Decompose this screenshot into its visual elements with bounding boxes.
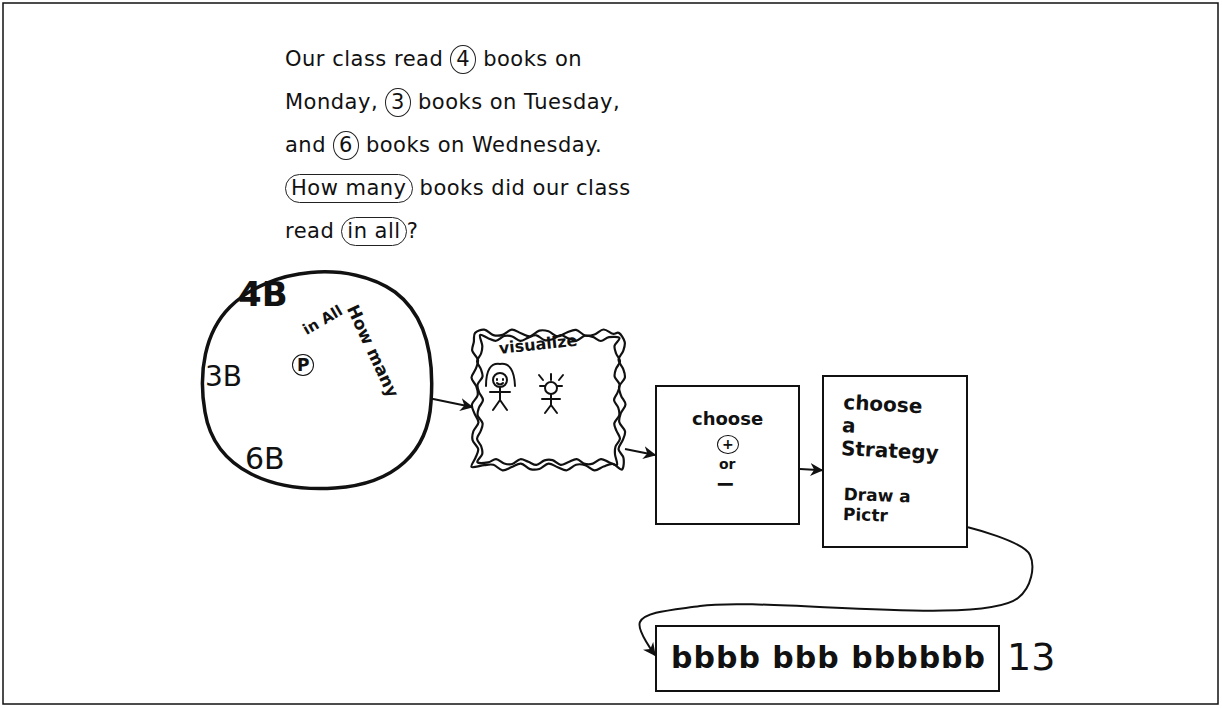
node-text: choose	[692, 409, 763, 429]
circled-keyword: 6	[333, 131, 359, 160]
node-text: 3B	[205, 362, 242, 393]
problem-blob: 4B in AllHow many 3B P 6B	[200, 262, 432, 490]
operation-box: choose+or−	[655, 385, 800, 525]
flow-arrow	[625, 449, 655, 455]
node-text: 4B	[238, 276, 288, 313]
figure-face	[497, 379, 503, 385]
wavy-outline-path	[477, 335, 620, 465]
problem-words: books on Tuesday,	[418, 89, 620, 116]
problem-words: read	[285, 218, 334, 245]
circled-keyword: 3	[385, 88, 411, 117]
flow-arrow	[639, 527, 1032, 655]
circled-keyword: 4	[450, 45, 476, 74]
node-text: How many	[343, 302, 402, 400]
visualize-box: visualize	[472, 330, 625, 470]
figure-rays	[539, 374, 563, 386]
figure-body	[542, 394, 560, 413]
node-text: −	[715, 471, 735, 497]
node-text: in All	[300, 303, 345, 339]
flow-arrow	[432, 399, 472, 407]
node-text: choose a Strategy	[840, 391, 933, 465]
problem-words: Monday,	[285, 89, 378, 116]
circled-symbol: +	[717, 435, 739, 454]
text-line: How many books did our class	[285, 167, 638, 210]
text-line: read in all?	[285, 210, 638, 253]
figure-body	[490, 387, 510, 410]
problem-words: ?	[407, 218, 419, 245]
visualize-doodle	[486, 364, 563, 413]
node-text: 13	[1007, 637, 1055, 679]
circled-keyword: How many	[285, 174, 413, 203]
answer-box: bbbb bbb bbbbbb13	[655, 625, 1000, 692]
text-line: Our class read 4 books on	[285, 38, 638, 81]
problem-words: and	[285, 132, 326, 159]
blob-outline-path	[202, 272, 431, 489]
figure-hair	[486, 364, 515, 386]
wavy-outline-path	[471, 330, 625, 471]
problem-text: Our class read 4 books on Monday, 3 books on …	[285, 38, 638, 253]
node-text: 6B	[245, 442, 285, 475]
problem-words: books on	[483, 46, 582, 73]
page-frame	[3, 3, 1218, 704]
text-line: and 6 books on Wednesday.	[285, 124, 638, 167]
circled-symbol: P	[292, 354, 314, 376]
figure-head	[493, 373, 507, 387]
node-text: Draw a Pictr	[843, 485, 914, 527]
problem-words: books on Wednesday.	[366, 132, 602, 159]
circled-keyword: in all	[341, 217, 406, 246]
problem-words: books did our class	[420, 175, 631, 202]
node-text: bbbb bbb bbbbbb	[671, 641, 986, 674]
text-line: Monday, 3 books on Tuesday,	[285, 81, 638, 124]
strategy-box: choose a StrategyDraw a Pictr	[822, 375, 968, 548]
problem-words: Our class read	[285, 46, 443, 73]
flow-arrow	[800, 469, 822, 470]
figure-head	[545, 382, 557, 394]
